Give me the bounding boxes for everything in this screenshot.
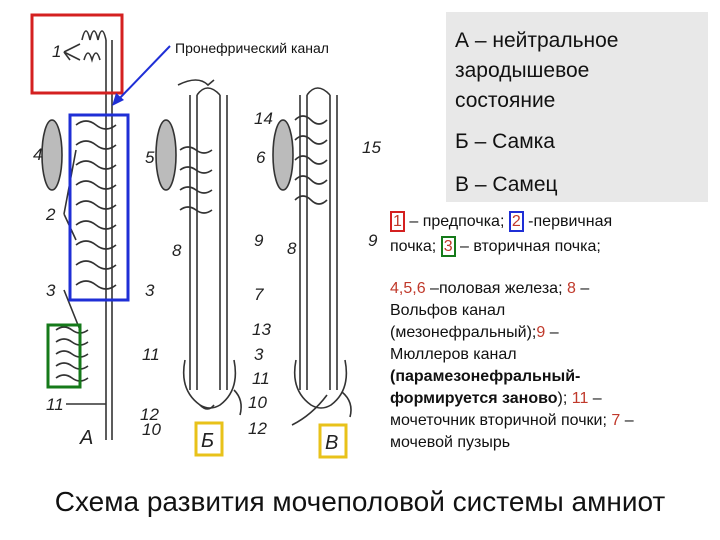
- num-12: 12: [140, 405, 159, 424]
- num-3c: 3: [254, 345, 264, 364]
- duct-arrow: [117, 45, 171, 101]
- num-15: 15: [362, 138, 381, 157]
- num-8b: 8: [287, 239, 297, 258]
- num-2: 2: [45, 205, 56, 224]
- num-9b: 9: [368, 231, 378, 250]
- metanephros-box: [46, 323, 82, 389]
- num-1: 1: [52, 42, 61, 61]
- num-11c: 11: [252, 369, 270, 388]
- caption-text-6: –: [575, 280, 590, 297]
- caption-text-13: );: [557, 390, 572, 407]
- caption-line-9: мочеточник вторичной почки; 7 –: [390, 410, 718, 431]
- caption-text-1: – предпочка;: [404, 213, 509, 230]
- pronephros-box: [30, 13, 124, 95]
- mesonephros-box: [68, 113, 130, 302]
- num-11b: 11: [142, 345, 160, 364]
- duct-arrowhead: [112, 93, 124, 106]
- num-9: 9: [254, 231, 264, 250]
- panel-a-drawing: [41, 30, 117, 440]
- caption-line-6: Мюллеров канал: [390, 346, 517, 363]
- caption-line-10: мочевой пузырь: [390, 434, 511, 451]
- num-10b: 10: [142, 420, 161, 439]
- num-12b: 12: [248, 419, 267, 438]
- legend-a3: состояние: [455, 89, 556, 112]
- panel-b-label-box: [194, 421, 224, 457]
- caption-line-8: формируется заново); 11 –: [390, 388, 718, 409]
- caption-num-8: 8: [566, 280, 576, 297]
- num-8: 8: [172, 241, 182, 260]
- legend-c: В – Самец: [455, 173, 558, 196]
- caption-text-4: – вторичная почка;: [455, 238, 601, 255]
- legend-b: Б – Самка: [455, 130, 555, 153]
- pronephric-duct-label: Пронефрический канал: [175, 40, 329, 56]
- panel-c-drawing: [272, 87, 352, 426]
- caption-line-5: (мезонефральный);9 –: [390, 322, 718, 343]
- caption-num-1: 1: [390, 211, 405, 232]
- caption-line-1: 1 – предпочка; 2 -первичная: [390, 211, 718, 232]
- caption-num-2: 2: [508, 211, 524, 232]
- panel-label-a: А: [79, 427, 93, 449]
- caption-text-16: –: [620, 412, 634, 429]
- num-5: 5: [145, 148, 155, 167]
- num-7: 7: [254, 285, 264, 304]
- caption-num-9: 9: [536, 324, 546, 341]
- caption-text-8: (мезонефральный);: [390, 324, 537, 341]
- page-title: Схема развития мочеполовой системы амнио…: [54, 486, 666, 517]
- caption-num-456: 4,5,6: [390, 280, 426, 297]
- num-10: 10: [248, 393, 267, 412]
- caption-text-15: мочеточник вторичной почки;: [390, 412, 612, 429]
- caption-line-3: 4,5,6 –половая железа; 8 –: [390, 278, 718, 299]
- caption-text-12: формируется заново: [390, 390, 558, 407]
- caption-line-7: (парамезонефральный-: [390, 368, 581, 385]
- num-6: 6: [256, 148, 266, 167]
- num-4: 4: [33, 145, 42, 164]
- caption-text-14: –: [588, 390, 602, 407]
- num-11: 11: [46, 395, 64, 414]
- panel-b-drawing: [155, 79, 242, 416]
- legend-a2: зародышевое: [455, 59, 590, 82]
- caption-text-2: -первичная: [523, 213, 613, 230]
- panel-label-b: Б: [201, 430, 214, 452]
- caption-text-9: –: [545, 324, 559, 341]
- caption-num-7: 7: [611, 412, 621, 429]
- num-14: 14: [254, 109, 273, 128]
- caption-num-3: 3: [440, 236, 456, 257]
- caption-line-2: почка; 3 – вторичная почка;: [390, 236, 718, 257]
- caption-text-3: почка;: [390, 238, 441, 255]
- num-3b: 3: [145, 281, 155, 300]
- caption-text-5: –половая железа;: [425, 280, 567, 297]
- num-13: 13: [252, 320, 271, 339]
- caption-line-4: Вольфов канал: [390, 302, 506, 319]
- caption-num-11: 11: [571, 390, 589, 407]
- num-3: 3: [46, 281, 56, 300]
- legend-a: А – нейтральное: [455, 29, 619, 52]
- panel-c-label-box: [318, 423, 348, 459]
- panel-label-c: В: [325, 432, 338, 454]
- legend-box: [446, 12, 708, 202]
